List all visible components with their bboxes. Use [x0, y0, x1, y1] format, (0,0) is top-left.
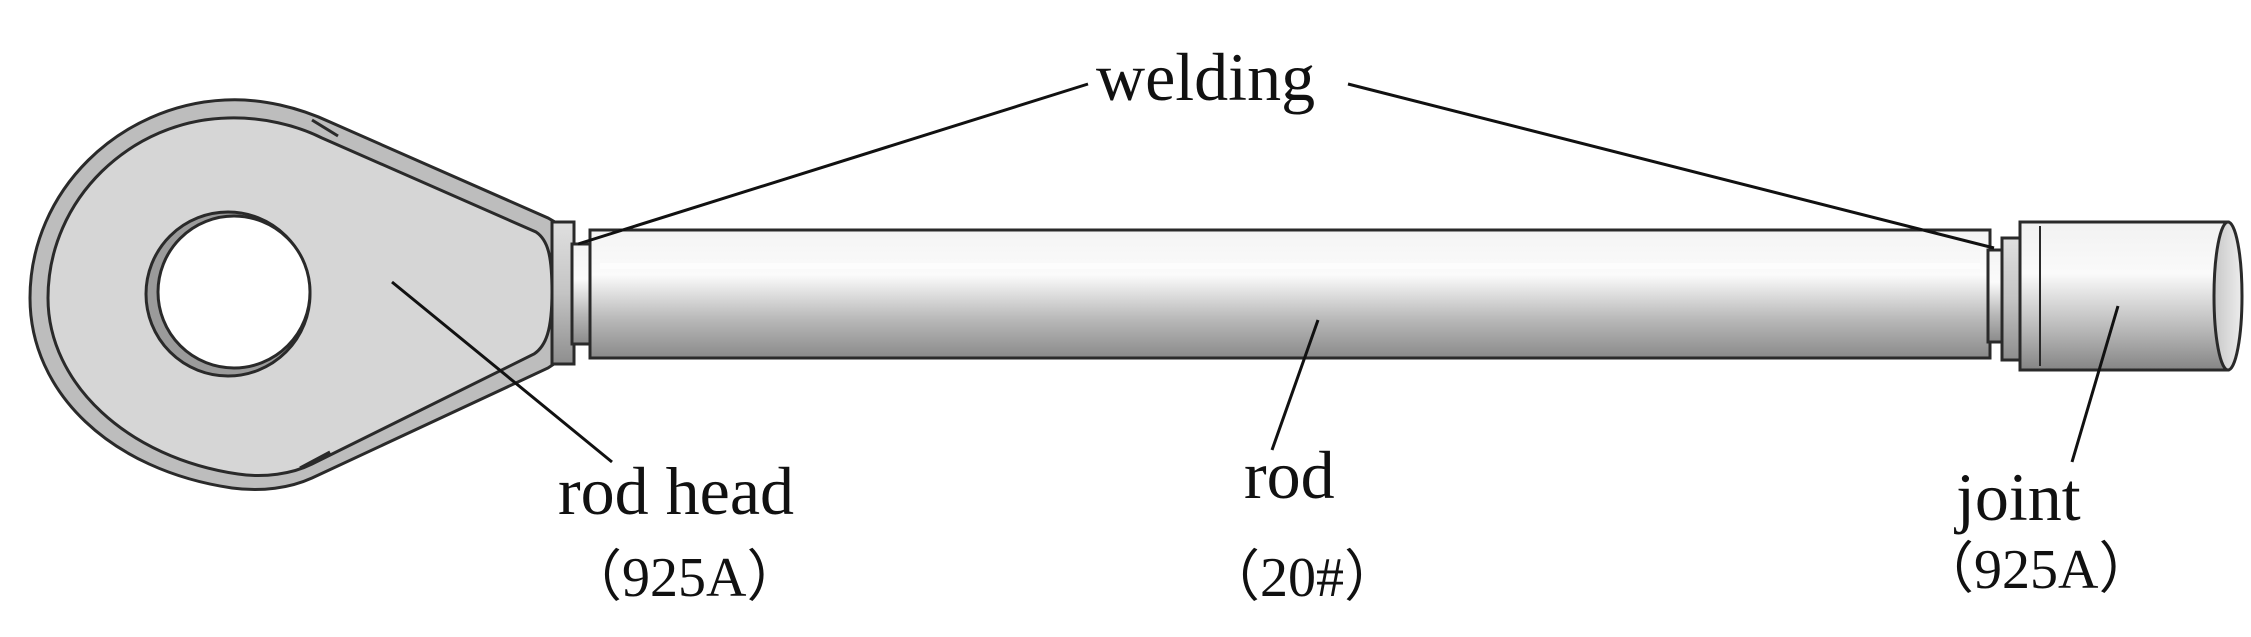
weld-neck-left	[550, 220, 594, 366]
leader-joint	[2070, 305, 2120, 463]
rod-cylinder	[588, 228, 1992, 360]
label-welding: welding	[1096, 39, 1315, 115]
rod-head-chamfer-top	[311, 118, 339, 138]
leader-welding-right	[1347, 82, 1995, 250]
joint-body	[2018, 220, 2244, 372]
rod-head-hole	[156, 214, 312, 370]
label-rod-head-material: （925A）	[566, 547, 802, 609]
rod-head	[28, 98, 562, 491]
label-rod-head: rod head	[558, 453, 794, 529]
leader-welding-left	[577, 82, 1089, 246]
label-joint-material: （925A）	[1918, 539, 2154, 601]
label-rod: rod	[1244, 437, 1335, 513]
joint-end-cap	[2212, 220, 2244, 372]
weld-neck-right	[1986, 236, 2024, 362]
joint-cylinder	[2018, 220, 2230, 372]
leader-rod-head	[391, 280, 613, 464]
label-joint: joint	[1954, 459, 2081, 535]
rod-head-chamfer-bottom	[299, 450, 331, 470]
label-rod-material: （20#）	[1204, 547, 1400, 609]
leader-lines	[391, 82, 2120, 464]
rod-body	[588, 228, 1992, 360]
leader-rod	[1270, 319, 1320, 451]
